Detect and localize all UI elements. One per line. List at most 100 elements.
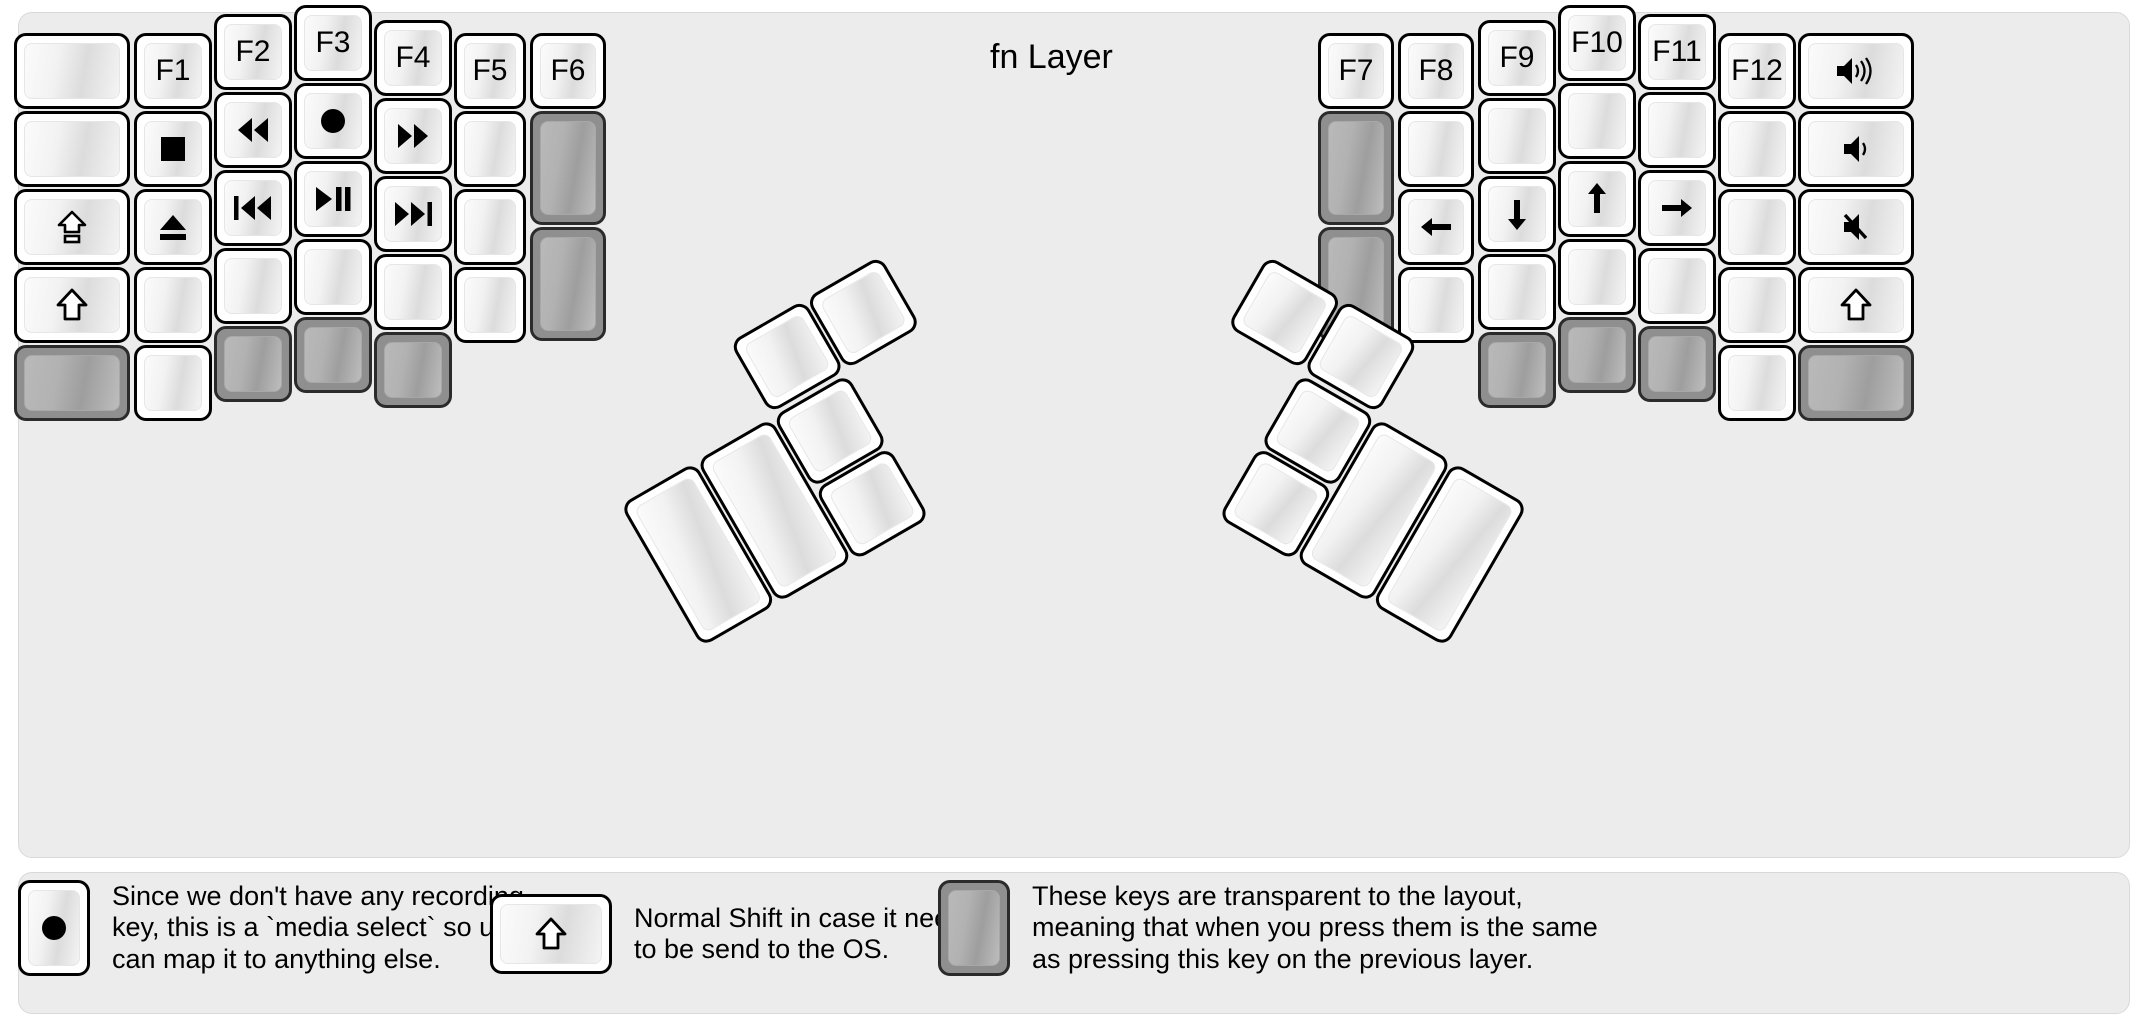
- key-right-col-f11-1[interactable]: [1638, 92, 1716, 168]
- key-right-col-f11-0[interactable]: F11: [1638, 14, 1716, 90]
- key-right-col-outer-right-3[interactable]: [1798, 267, 1914, 343]
- key-left-col-f5-2[interactable]: [454, 189, 526, 265]
- key-left-col-f6-2[interactable]: [530, 227, 606, 341]
- keycap-surface: [1488, 186, 1546, 242]
- key-left-col-f2-3[interactable]: [214, 248, 292, 324]
- key-right-col-f9-3[interactable]: [1478, 254, 1556, 330]
- key-right-col-f8-1[interactable]: [1398, 111, 1474, 187]
- key-right-col-f12-1[interactable]: [1718, 111, 1796, 187]
- key-right-col-f12-0[interactable]: F12: [1718, 33, 1796, 109]
- page-title: fn Layer: [990, 38, 1113, 76]
- keycap-surface: [1808, 43, 1904, 99]
- keycap-surface: [224, 258, 282, 314]
- key-right-col-f7-0[interactable]: F7: [1318, 33, 1394, 109]
- key-left-col-f3-2[interactable]: [294, 161, 372, 237]
- key-left-col-outer-left-3[interactable]: [14, 267, 130, 343]
- key-left-col-f2-0[interactable]: F2: [214, 14, 292, 90]
- key-left-col-f1-3[interactable]: [134, 267, 212, 343]
- key-right-col-f12-3[interactable]: [1718, 267, 1796, 343]
- key-left-col-f2-1[interactable]: [214, 92, 292, 168]
- key-right-col-outer-right-4[interactable]: [1798, 345, 1914, 421]
- keycap-surface: [384, 342, 442, 398]
- keycap-surface: [464, 277, 516, 333]
- key-right-col-f8-3[interactable]: [1398, 267, 1474, 343]
- key-right-col-outer-right-1[interactable]: [1798, 111, 1914, 187]
- key-left-col-f6-1[interactable]: [530, 111, 606, 225]
- keycap-surface: [1568, 327, 1626, 383]
- keycap-surface: [1328, 121, 1384, 215]
- key-left-col-outer-left-1[interactable]: [14, 111, 130, 187]
- keycap-surface: [1648, 180, 1706, 236]
- keycap-surface: [1728, 277, 1786, 333]
- key-right-col-f10-0[interactable]: F10: [1558, 5, 1636, 81]
- key-right-col-f10-1[interactable]: [1558, 83, 1636, 159]
- keycap-surface: [384, 264, 442, 320]
- key-right-col-f9-2[interactable]: [1478, 176, 1556, 252]
- keycap-surface: [1808, 199, 1904, 255]
- key-left-col-f5-3[interactable]: [454, 267, 526, 343]
- key-right-col-f8-0[interactable]: F8: [1398, 33, 1474, 109]
- key-left-col-f3-3[interactable]: [294, 239, 372, 315]
- keycap-surface: [1408, 43, 1464, 99]
- key-right-col-f11-2[interactable]: [1638, 170, 1716, 246]
- key-left-col-f1-2[interactable]: [134, 189, 212, 265]
- keycap-surface: [1808, 277, 1904, 333]
- keycap-surface: [24, 121, 120, 177]
- keycap-surface: [1728, 355, 1786, 411]
- key-left-col-f5-0[interactable]: F5: [454, 33, 526, 109]
- keycap-surface: [24, 199, 120, 255]
- key-left-col-f5-1[interactable]: [454, 111, 526, 187]
- key-left-col-f2-2[interactable]: [214, 170, 292, 246]
- key-left-col-f3-4[interactable]: [294, 317, 372, 393]
- key-right-col-f11-3[interactable]: [1638, 248, 1716, 324]
- key-left-col-f2-4[interactable]: [214, 326, 292, 402]
- keycap-surface: [304, 15, 362, 71]
- key-left-col-f4-4[interactable]: [374, 332, 452, 408]
- legend-item-2: These keys are transparent to the layout…: [938, 880, 1598, 976]
- key-right-col-f11-4[interactable]: [1638, 326, 1716, 402]
- key-left-col-f4-1[interactable]: [374, 98, 452, 174]
- key-left-col-f4-2[interactable]: [374, 176, 452, 252]
- key-right-col-f9-1[interactable]: [1478, 98, 1556, 174]
- keycap-surface: [1648, 258, 1706, 314]
- keycap-surface: [1328, 43, 1384, 99]
- keycap-surface: [464, 43, 516, 99]
- key-left-col-outer-left-4[interactable]: [14, 345, 130, 421]
- key-left-col-outer-left-0[interactable]: [14, 33, 130, 109]
- keycap-surface: [1408, 121, 1464, 177]
- key-right-col-f10-4[interactable]: [1558, 317, 1636, 393]
- keycap-surface: [224, 180, 282, 236]
- keycap-surface: [384, 108, 442, 164]
- key-left-col-f1-1[interactable]: [134, 111, 212, 187]
- keycap-surface: [28, 890, 80, 966]
- key-left-col-f1-0[interactable]: F1: [134, 33, 212, 109]
- key-right-col-f12-2[interactable]: [1718, 189, 1796, 265]
- key-left-col-f3-0[interactable]: F3: [294, 5, 372, 81]
- key-right-col-f9-0[interactable]: F9: [1478, 20, 1556, 96]
- keycap-surface: [224, 102, 282, 158]
- key-right-col-outer-right-2[interactable]: [1798, 189, 1914, 265]
- keycap-surface: [1488, 30, 1546, 86]
- keycap-surface: [1408, 199, 1464, 255]
- key-right-col-outer-right-0[interactable]: [1798, 33, 1914, 109]
- keycap-surface: [304, 93, 362, 149]
- key-right-col-f12-4[interactable]: [1718, 345, 1796, 421]
- legend-note-1: Normal Shift in case it needs to be send…: [634, 902, 978, 964]
- key-right-col-f10-2[interactable]: [1558, 161, 1636, 237]
- legend-note-0: Since we don't have any recording key, t…: [112, 881, 532, 974]
- key-left-col-f3-1[interactable]: [294, 83, 372, 159]
- key-right-col-f8-2[interactable]: [1398, 189, 1474, 265]
- key-left-col-f4-0[interactable]: F4: [374, 20, 452, 96]
- key-left-col-f4-3[interactable]: [374, 254, 452, 330]
- key-right-col-f7-1[interactable]: [1318, 111, 1394, 225]
- key-left-col-f6-0[interactable]: F6: [530, 33, 606, 109]
- legend-item-0: Since we don't have any recording key, t…: [18, 880, 532, 976]
- keycap-surface: [1808, 355, 1904, 411]
- keycap-surface: [144, 277, 202, 333]
- key-right-col-f9-4[interactable]: [1478, 332, 1556, 408]
- keycap-surface: [1568, 15, 1626, 71]
- key-left-col-f1-4[interactable]: [134, 345, 212, 421]
- key-right-col-f10-3[interactable]: [1558, 239, 1636, 315]
- key-left-col-outer-left-2[interactable]: [14, 189, 130, 265]
- keycap-surface: [948, 890, 1000, 966]
